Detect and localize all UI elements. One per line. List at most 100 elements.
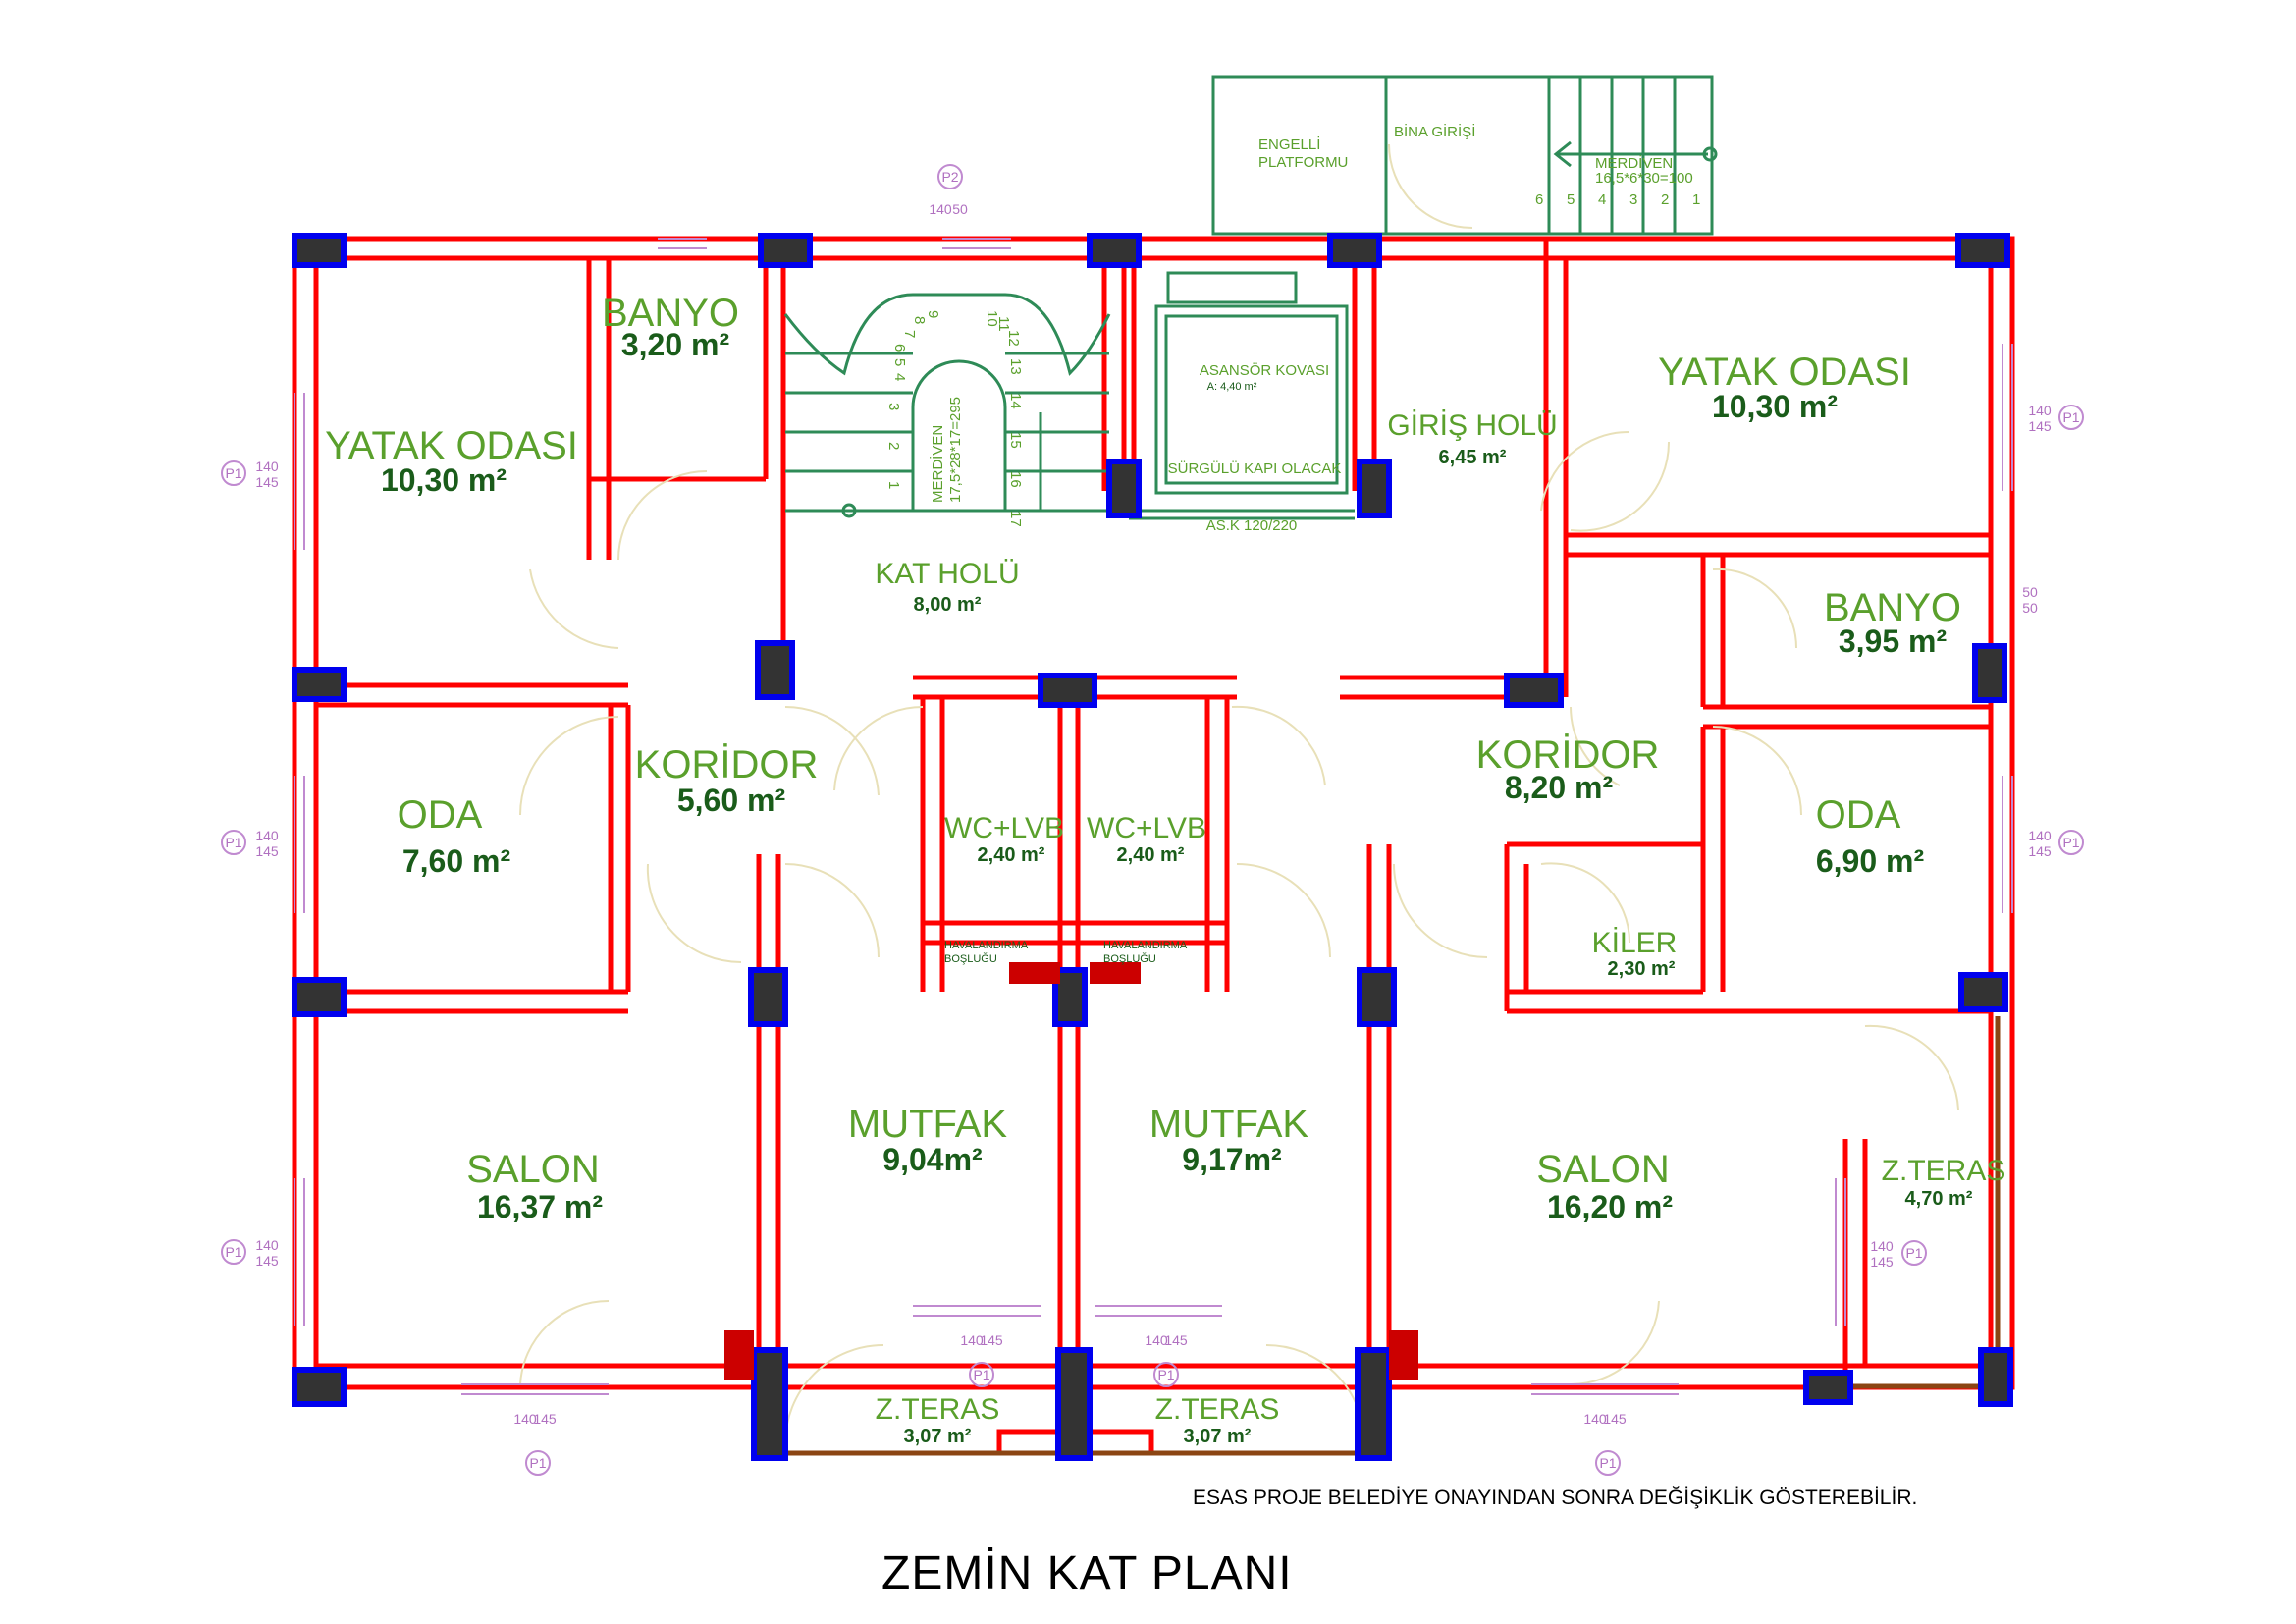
platform-label-2: PLATFORMU — [1258, 154, 1348, 171]
room-salon-left: SALON 16,37 m² — [466, 1148, 603, 1224]
svg-text:140: 140 — [255, 1237, 279, 1253]
elevator-area: A: 4,40 m² — [1207, 381, 1257, 393]
entrance-area — [1211, 75, 1718, 236]
room-area: 16,37 m² — [477, 1189, 603, 1224]
window-tag-bottom-left: P1 140 145 — [513, 1411, 557, 1476]
window-tag-teras: P1 140 145 — [1870, 1238, 1927, 1270]
int-step-number: 3 — [885, 403, 902, 410]
room-name: KAT HOLÜ — [875, 558, 1019, 590]
svg-text:50: 50 — [2022, 600, 2038, 616]
svg-text:145: 145 — [533, 1411, 557, 1427]
int-step-number: 12 — [1005, 330, 1022, 347]
elevator-door-label: AS.K 120/220 — [1206, 517, 1298, 534]
room-area: 8,00 m² — [914, 594, 982, 616]
ext-stair-label-2: 16,5*6*30=100 — [1595, 170, 1693, 187]
room-name: MUTFAK — [1149, 1103, 1309, 1146]
int-step-number: 15 — [1007, 432, 1024, 449]
room-koridor-right: KORİDOR 8,20 m² — [1476, 732, 1660, 805]
svg-text:P1: P1 — [973, 1367, 989, 1382]
room-mutfak-right: MUTFAK 9,17m² — [1149, 1103, 1309, 1177]
svg-text:140: 140 — [1870, 1238, 1894, 1254]
svg-text:140: 140 — [255, 828, 279, 843]
room-kat-holu: KAT HOLÜ 8,00 m² — [875, 558, 1019, 616]
room-mutfak-left: MUTFAK 9,04m² — [848, 1103, 1008, 1177]
svg-text:140: 140 — [1145, 1332, 1168, 1348]
int-step-number: 9 — [925, 310, 941, 318]
room-name: WC+LVB — [1087, 812, 1206, 844]
room-kiler: KİLER 2,30 m² — [1592, 927, 1678, 980]
int-step-number: 14 — [1007, 393, 1024, 409]
room-name: KORİDOR — [1476, 732, 1660, 777]
int-step-number: 10 — [984, 310, 1000, 327]
room-area: 5,60 m² — [677, 783, 785, 818]
room-area: 3,20 m² — [621, 327, 729, 362]
window-tag-left-2: P1 140 145 — [221, 828, 279, 859]
room-name: ODA — [1816, 793, 1901, 837]
ext-step-number: 6 — [1535, 191, 1543, 208]
plan-title: ZEMİN KAT PLANI — [881, 1547, 1293, 1599]
svg-text:P2: P2 — [941, 169, 958, 185]
int-step-number: 6 — [891, 344, 908, 352]
room-area: 8,20 m² — [1505, 770, 1613, 805]
room-name: KORİDOR — [635, 742, 819, 786]
svg-text:50: 50 — [2022, 584, 2038, 600]
window-tag-mutfak-right: P1 140 145 — [1145, 1332, 1188, 1387]
room-wc-left: WC+LVB 2,40 m² — [944, 812, 1064, 866]
room-area: 7,60 m² — [402, 843, 510, 879]
room-area: 2,30 m² — [1608, 958, 1676, 980]
window-tag-left-3: P1 140 145 — [221, 1237, 279, 1269]
interior-staircase — [783, 293, 1111, 518]
svg-text:145: 145 — [980, 1332, 1003, 1348]
room-area: 9,17m² — [1182, 1142, 1281, 1177]
annotations: ASANSÖR KOVASI A: 4,40 m² SÜRGÜLÜ KAPI O… — [929, 123, 1693, 965]
room-name: SALON — [466, 1148, 600, 1191]
room-teras-left-a: Z.TERAS 3,07 m² — [876, 1393, 1000, 1447]
room-banyo-right: BANYO 3,95 m² — [1824, 586, 1961, 659]
room-name: Z.TERAS — [1155, 1393, 1280, 1426]
int-step-number: 13 — [1007, 358, 1024, 375]
elevator-label: ASANSÖR KOVASI — [1200, 361, 1329, 379]
int-step-number: 8 — [911, 316, 928, 324]
int-stair-label-1: MERDİVEN — [929, 425, 946, 503]
vent-label-2: BOŞLUĞU — [944, 952, 997, 965]
room-area: 10,30 m² — [381, 462, 507, 498]
columns — [292, 233, 2013, 1461]
vent-label-4: BOŞLUĞU — [1103, 952, 1156, 965]
room-name: Z.TERAS — [1882, 1155, 2006, 1187]
svg-text:P1: P1 — [225, 835, 241, 850]
room-area: 2,40 m² — [1117, 844, 1185, 866]
svg-text:140: 140 — [513, 1411, 537, 1427]
svg-text:P1: P1 — [1599, 1455, 1616, 1471]
room-name: MUTFAK — [848, 1103, 1008, 1146]
window-tag-bottom-right: P1 140 145 — [1583, 1411, 1627, 1476]
room-name: GİRİŞ HOLÜ — [1387, 409, 1557, 442]
room-yatak-left: YATAK ODASI 10,30 m² — [325, 424, 578, 498]
window-tag-mutfak-left: P1 140 145 — [960, 1332, 1003, 1387]
svg-text:140: 140 — [255, 459, 279, 474]
svg-text:P1: P1 — [225, 1244, 241, 1260]
window-tag-left-1: P1 140 145 — [221, 459, 279, 490]
vent-label-1: HAVALANDIRMA — [944, 940, 1029, 951]
svg-text:P1: P1 — [2062, 409, 2079, 425]
svg-text:140: 140 — [929, 201, 952, 217]
room-salon-right: SALON 16,20 m² — [1536, 1148, 1673, 1224]
walls — [292, 236, 2015, 1456]
vent-label-3: HAVALANDIRMA — [1103, 940, 1188, 951]
room-area: 2,40 m² — [978, 844, 1045, 866]
window-tag-right-1: P1 140 145 — [2028, 403, 2084, 434]
ext-step-number: 5 — [1567, 191, 1575, 208]
int-step-number: 5 — [891, 358, 908, 366]
room-area: 3,07 m² — [1184, 1426, 1252, 1447]
room-area: 9,04m² — [882, 1142, 982, 1177]
svg-text:145: 145 — [255, 474, 279, 490]
svg-text:P1: P1 — [529, 1455, 546, 1471]
approval-note: ESAS PROJE BELEDİYE ONAYINDAN SONRA DEĞİ… — [1193, 1487, 1917, 1509]
entrance-label: BİNA GİRİŞİ — [1394, 123, 1475, 140]
svg-text:140: 140 — [960, 1332, 984, 1348]
windows — [294, 238, 2013, 1395]
ext-step-number: 1 — [1692, 191, 1700, 208]
int-step-number: 1 — [885, 481, 902, 489]
window-tag-right-2: P1 140 145 — [2028, 828, 2084, 859]
